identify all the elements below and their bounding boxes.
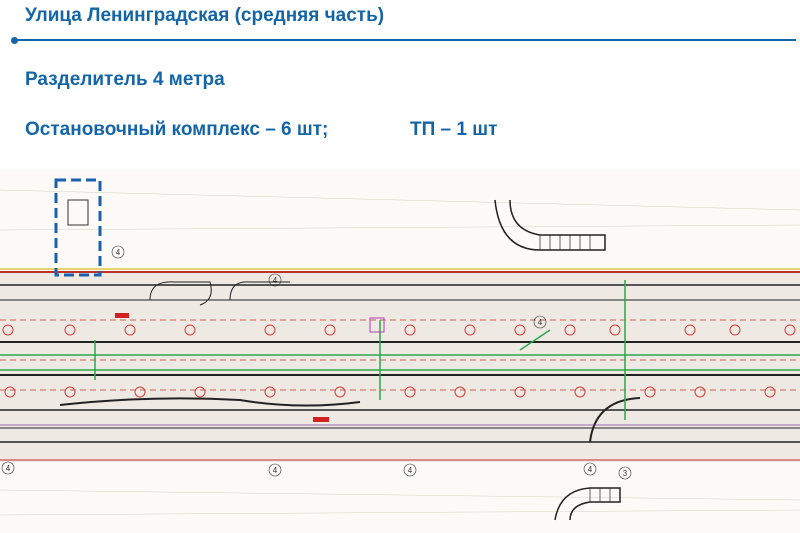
divider-line (14, 39, 796, 41)
plan-label: 4 (588, 465, 593, 474)
street-plan-drawing: 4 4 4 4 4 4 4 3 (0, 170, 800, 533)
plan-label: 4 (408, 466, 413, 475)
plan-label: 4 (273, 466, 278, 475)
plan-label: 4 (273, 276, 278, 285)
plan-label: 4 (6, 464, 11, 473)
bus-stops-text: Остановочный комплекс – 6 шт; (25, 119, 329, 140)
plan-label: 4 (538, 318, 543, 327)
transformer-text: ТП – 1 шт (410, 119, 498, 140)
plan-label: 4 (116, 248, 121, 257)
divider-width-text: Разделитель 4 метра (25, 69, 225, 90)
plan-label: 3 (623, 469, 628, 478)
slide-title: Улица Ленинградская (средняя часть) (25, 5, 385, 26)
